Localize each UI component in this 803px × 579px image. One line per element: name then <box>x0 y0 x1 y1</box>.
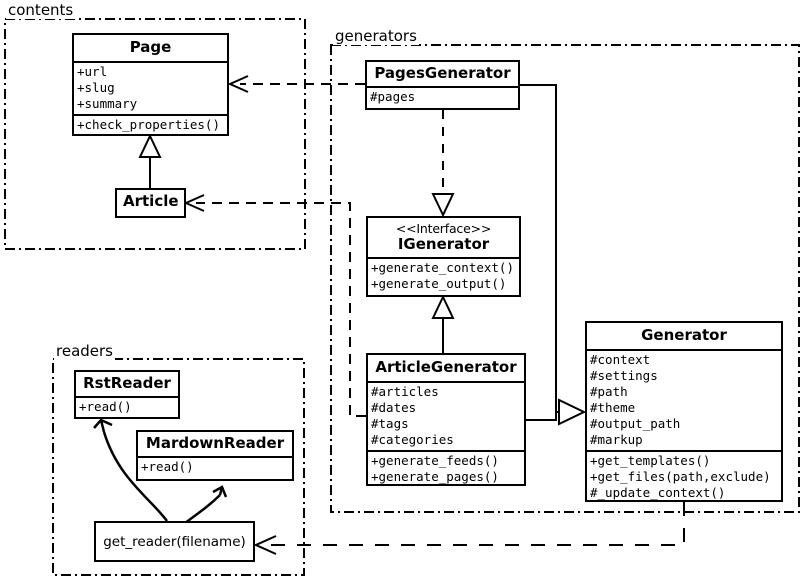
class-attribute: #dates <box>371 400 417 415</box>
class-operations-mardownreader: +read() <box>138 456 292 477</box>
class-name-pagesgenerator: PagesGenerator <box>374 64 511 82</box>
edge-getreader-to-rstreader-arrow-stem <box>99 419 106 433</box>
class-box-articlegenerator[interactable]: ArticleGenerator #articles #dates #tags … <box>366 353 526 486</box>
edge-getreader-to-mardownreader-line <box>184 494 221 525</box>
class-operations-rstreader: +read() <box>76 396 178 417</box>
class-operation: #_update_context() <box>590 485 726 500</box>
edge-generator-to-getreader-arrowhead <box>253 535 277 555</box>
class-attribute: +slug <box>77 80 115 95</box>
class-operation: +generate_pages() <box>371 469 499 484</box>
class-operation: +read() <box>141 459 194 474</box>
class-operations-igenerator: +generate_context() +generate_output() <box>368 257 519 294</box>
class-attribute: #context <box>590 352 651 367</box>
edge-generator-to-getreader-line <box>268 502 685 546</box>
class-box-igenerator[interactable]: <<Interface>> IGenerator +generate_conte… <box>366 216 521 297</box>
class-attributes-page: +url +slug +summary <box>74 61 227 114</box>
class-name-page: Page <box>129 38 172 56</box>
class-box-article[interactable]: Article <box>115 188 186 218</box>
edge-pagesgenerator-to-page-arrowhead <box>227 75 249 93</box>
class-box-pagesgenerator[interactable]: PagesGenerator #pages <box>365 60 520 110</box>
class-box-rstreader[interactable]: RstReader +read() <box>74 370 180 419</box>
package-label-readers: readers <box>54 342 115 360</box>
edge-getreader-to-rstreader-arrowhead <box>93 418 113 429</box>
class-box-generator[interactable]: Generator #context #settings #path #them… <box>585 321 783 502</box>
edge-pagesgenerator-to-igenerator-arrowhead <box>431 193 455 218</box>
edge-getreader-to-mardownreader-arrow-stem <box>218 486 224 496</box>
class-operations-articlegenerator: +generate_feeds() +generate_pages() <box>368 450 524 487</box>
class-attribute: +url <box>77 64 108 79</box>
class-name-rstreader: RstReader <box>83 374 171 392</box>
edge-articlegenerator-to-generator-line <box>526 412 557 421</box>
class-name-generator: Generator <box>641 326 727 344</box>
class-header-igenerator: <<Interface>> IGenerator <box>368 218 519 257</box>
class-operation: +generate_context() <box>371 260 514 275</box>
class-name-mardownreader: MardownReader <box>145 434 285 452</box>
edge-articlegenerator-to-article-arrowhead <box>183 194 205 212</box>
class-operation: +generate_feeds() <box>371 453 499 468</box>
class-attribute: #articles <box>371 384 439 399</box>
package-label-generators: generators <box>333 27 419 45</box>
class-attribute: #categories <box>371 432 454 447</box>
class-attributes-pagesgenerator: #pages <box>367 86 518 107</box>
class-attribute: #path <box>590 384 628 399</box>
class-attributes-generator: #context #settings #path #theme #output_… <box>587 349 781 450</box>
class-operation: +get_files(path,exclude) <box>590 469 771 484</box>
class-stereotype-igenerator: <<Interface>> <box>395 221 492 236</box>
class-attribute: #output_path <box>590 416 681 431</box>
edge-article-to-page-arrowhead <box>138 133 162 158</box>
class-attribute: #theme <box>590 400 636 415</box>
class-attribute: +summary <box>77 96 138 111</box>
class-name-articlegenerator: ArticleGenerator <box>375 358 517 376</box>
class-operation: +check_properties() <box>77 117 220 132</box>
edge-getreader-to-mardownreader-arrowhead <box>212 485 228 498</box>
class-attributes-articlegenerator: #articles #dates #tags #categories <box>368 381 524 450</box>
edge-to-generator-arrowhead <box>558 398 587 426</box>
class-name-article: Article <box>123 192 179 210</box>
class-attribute: #pages <box>370 89 416 104</box>
function-box-label: get_reader(filename) <box>103 533 246 550</box>
class-box-page[interactable]: Page +url +slug +summary +check_properti… <box>72 33 229 136</box>
edge-articlegenerator-to-article-line <box>196 202 366 417</box>
class-name-igenerator: IGenerator <box>397 235 490 253</box>
class-attribute: #markup <box>590 432 643 447</box>
class-attribute: #settings <box>590 368 658 383</box>
package-label-contents: contents <box>6 1 76 19</box>
class-box-mardownreader[interactable]: MardownReader +read() <box>136 430 294 481</box>
class-attribute: #tags <box>371 416 409 431</box>
class-operation: +read() <box>79 399 132 414</box>
class-operations-generator: +get_templates() +get_files(path,exclude… <box>587 450 781 503</box>
function-box-get-reader[interactable]: get_reader(filename) <box>94 521 255 562</box>
class-operations-page: +check_properties() <box>74 114 227 135</box>
edge-articlegenerator-to-igenerator-arrowhead <box>431 294 455 319</box>
class-operation: +generate_output() <box>371 276 507 291</box>
class-operation: +get_templates() <box>590 453 711 468</box>
